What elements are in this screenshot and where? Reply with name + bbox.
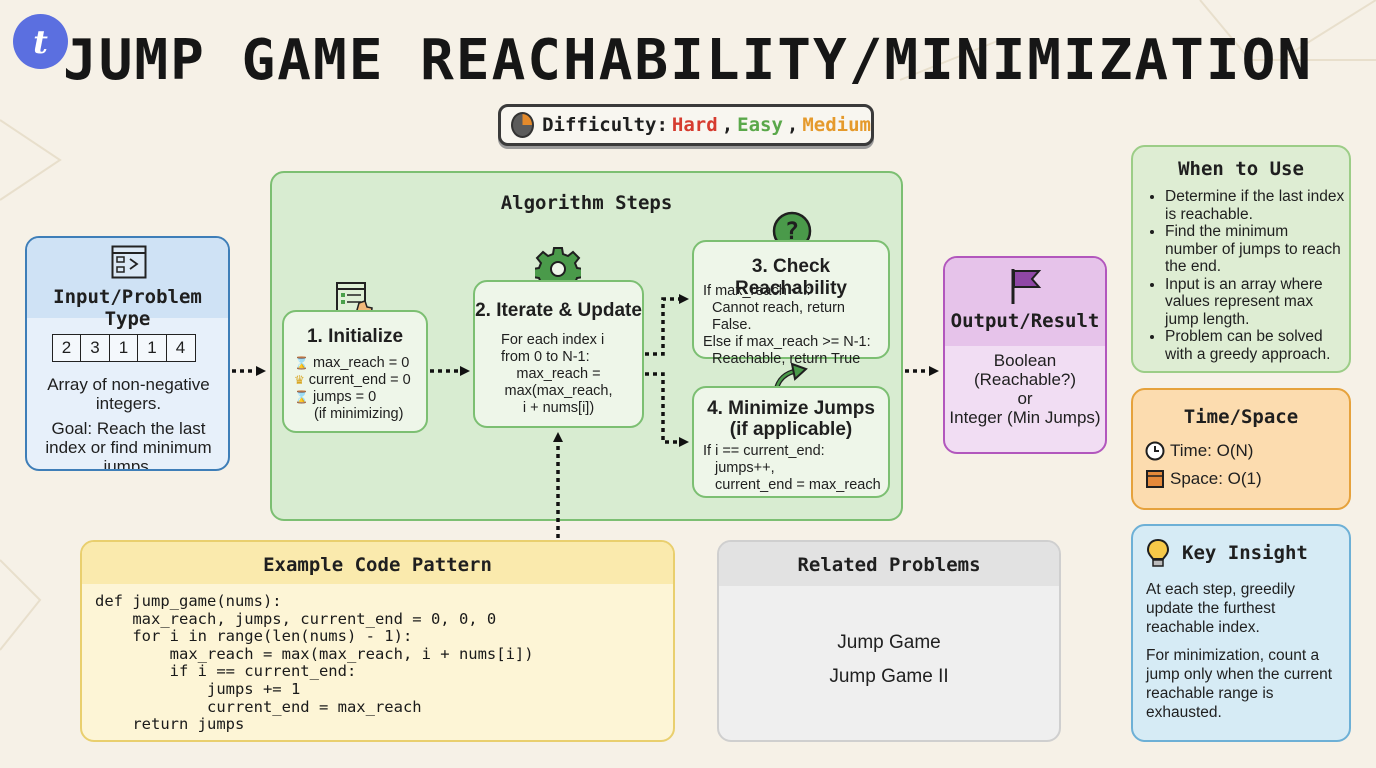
space-complexity: Space: O(1)	[1170, 469, 1262, 488]
step-check-reachability: 3. Check Reachability If max_reach < i: …	[692, 240, 890, 367]
array-cell: 3	[80, 334, 110, 362]
array-cell: 1	[108, 334, 139, 362]
list-item: Determine if the last index is reachable…	[1165, 188, 1345, 223]
difficulty-pie-icon	[511, 112, 535, 138]
list-item: Problem can be solved with a greedy appr…	[1165, 328, 1345, 363]
array-cell: 4	[165, 334, 196, 362]
array-cell: 2	[51, 334, 82, 362]
page-title: JUMP GAME REACHABILITY/MINIMIZATION	[62, 28, 1314, 93]
step-2-line: max(max_reach,	[504, 383, 613, 399]
related-problem-link[interactable]: Jump Game II	[829, 666, 949, 687]
step-4-subtitle: (if applicable)	[729, 419, 853, 440]
step-3-line: Reachable, return True	[712, 351, 861, 367]
step-4-title-line: 4. Minimize Jumps	[707, 398, 875, 419]
key-insight-title: Key Insight	[1182, 542, 1308, 564]
lightbulb-icon	[1147, 538, 1169, 567]
step-2-line: max_reach =	[516, 366, 601, 382]
step-4-title: 4. Minimize Jumps (if applicable)	[694, 398, 888, 440]
output-line: Integer (Min Jumps)	[949, 408, 1101, 427]
input-problem-card: Input/Problem Type 2 3 1 1 4 Array of no…	[25, 236, 230, 471]
step-1-line: (if minimizing)	[314, 406, 404, 422]
when-to-use-card: When to Use Determine if the last index …	[1131, 145, 1351, 373]
output-result-card: Output/Result Boolean (Reachable?) or In…	[943, 256, 1107, 454]
difficulty-separator: ,	[786, 114, 799, 136]
flag-icon	[1011, 269, 1042, 304]
step-iterate-update: 2. Iterate & Update For each index i fro…	[473, 280, 644, 428]
step-3-line: If max_reach < i:	[703, 283, 811, 299]
step-1-body: ⌛max_reach = 0 ♛current_end = 0 ⌛jumps =…	[294, 355, 411, 423]
example-array: 2 3 1 1 4	[51, 334, 196, 362]
step-3-line: Cannot reach, return False.	[712, 300, 845, 333]
brand-logo: t	[13, 14, 68, 69]
step-4-body: If i == current_end: jumps++, current_en…	[703, 443, 881, 494]
hourglass-icon: ⌛	[294, 356, 309, 370]
hourglass-icon: ⌛	[294, 390, 309, 404]
code-block: def jump_game(nums): max_reach, jumps, c…	[95, 592, 534, 734]
storage-icon	[1146, 470, 1164, 488]
output-line: or	[1017, 389, 1033, 408]
step-1-title: 1. Initialize	[306, 326, 404, 347]
related-card-header	[719, 542, 1059, 586]
step-minimize-jumps: 4. Minimize Jumps (if applicable) If i =…	[692, 386, 890, 498]
time-space-title: Time/Space	[1183, 406, 1299, 428]
step-1-line: current_end = 0	[308, 372, 411, 388]
related-card-title: Related Problems	[797, 554, 981, 576]
step-2-body: For each index i from 0 to N-1: max_reac…	[475, 332, 642, 417]
list-item: Find the minimum number of jumps to reac…	[1165, 223, 1345, 276]
difficulty-medium: Medium	[802, 114, 871, 136]
crown-icon: ♛	[294, 373, 305, 387]
output-line: (Reachable?)	[973, 370, 1077, 389]
related-problem-link[interactable]: Jump Game	[837, 632, 941, 653]
key-insight-paragraph: At each step, greedily update the furthe…	[1146, 581, 1296, 636]
time-complexity-row: Time: O(N)	[1145, 441, 1253, 461]
output-card-title: Output/Result	[950, 310, 1100, 332]
difficulty-hard: Hard	[671, 114, 718, 136]
space-complexity-row: Space: O(1)	[1145, 469, 1262, 489]
step-3-line: Else if max_reach >= N-1:	[703, 334, 871, 350]
time-complexity: Time: O(N)	[1170, 441, 1254, 460]
difficulty-label: Difficulty:	[542, 114, 668, 136]
step-2-line: i + nums[i])	[522, 400, 595, 416]
step-2-title: 2. Iterate & Update	[475, 300, 642, 321]
step-2-line: For each index i	[501, 332, 605, 348]
when-to-use-title: When to Use	[1178, 158, 1304, 180]
step-3-title: 3. Check Reachability	[735, 256, 847, 299]
time-space-card: Time/Space Time: O(N) Space: O(1)	[1131, 388, 1351, 510]
step-4-line: If i == current_end:	[703, 443, 825, 459]
step-initialize: 1. Initialize ⌛max_reach = 0 ♛current_en…	[282, 310, 428, 433]
key-insight-paragraph: For minimization, count a jump only when…	[1146, 647, 1333, 721]
step-1-line: max_reach = 0	[312, 355, 410, 371]
example-code-card: Example Code Pattern def jump_game(nums)…	[80, 540, 675, 742]
difficulty-separator: ,	[721, 114, 734, 136]
output-body: Boolean (Reachable?) or Integer (Min Jum…	[945, 351, 1105, 427]
input-card-title: Input/Problem Type	[53, 286, 202, 330]
related-problems-card: Related Problems Jump Game Jump Game II	[717, 540, 1061, 742]
step-1-line: jumps = 0	[312, 389, 377, 405]
input-goal: Goal: Reach the last index or find minim…	[45, 419, 212, 471]
algorithm-steps-title: Algorithm Steps	[500, 192, 673, 214]
step-4-line: current_end = max_reach	[715, 477, 881, 493]
array-cell: 1	[137, 334, 167, 362]
difficulty-badge: Difficulty: Hard, Easy, Medium	[498, 104, 874, 146]
code-card-header	[82, 542, 673, 584]
key-insight-card: Key Insight At each step, greedily updat…	[1131, 524, 1351, 742]
output-line: Boolean	[993, 351, 1057, 370]
step-4-line: jumps++,	[715, 460, 775, 476]
code-card-title: Example Code Pattern	[263, 554, 492, 576]
svg-text:?: ?	[785, 217, 799, 245]
when-to-use-list: Determine if the last index is reachable…	[1165, 188, 1345, 363]
step-3-body: If max_reach < i: Cannot reach, return F…	[703, 283, 888, 368]
input-description: Array of non-negative integers.	[47, 375, 210, 413]
step-2-line: from 0 to N-1:	[501, 349, 590, 365]
list-item: Input is an array where values represent…	[1165, 276, 1345, 329]
flowchart-icon	[111, 245, 147, 279]
clock-icon	[1145, 441, 1165, 461]
difficulty-easy: Easy	[737, 114, 783, 136]
